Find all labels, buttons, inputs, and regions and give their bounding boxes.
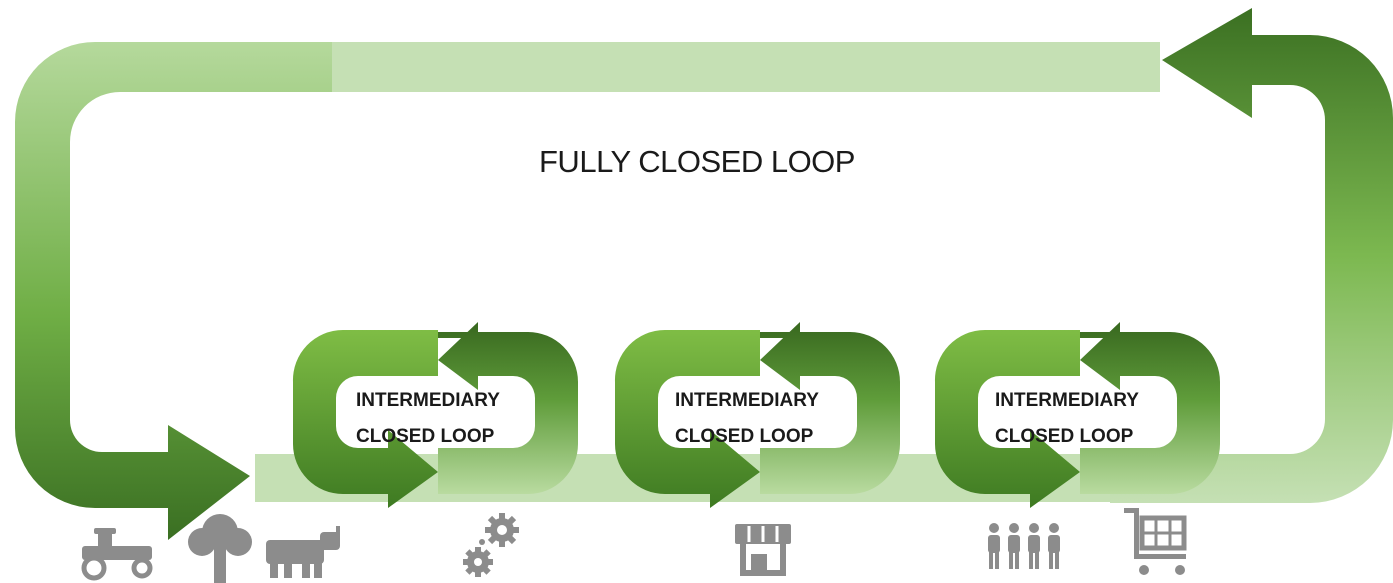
loop-label-line2: CLOSED LOOP — [356, 426, 495, 447]
people-icon — [988, 523, 1060, 569]
loop-label-line1: INTERMEDIARY — [675, 390, 819, 411]
store-icon — [735, 524, 791, 576]
intermediary-loop-3: INTERMEDIARY CLOSED LOOP — [934, 322, 1220, 508]
top-return-bar — [330, 42, 1160, 92]
intermediary-loop-1: INTERMEDIARY CLOSED LOOP — [292, 322, 578, 508]
loop-label-line2: CLOSED LOOP — [995, 426, 1134, 447]
tractor-icon — [81, 528, 153, 581]
loop-label-line2: CLOSED LOOP — [675, 426, 814, 447]
fully-closed-loop-label: FULLY CLOSED LOOP — [539, 144, 855, 179]
left-loop-arrow — [15, 42, 332, 540]
shopping-cart-icon — [1124, 508, 1187, 575]
gears-icon — [463, 513, 519, 577]
loop-label-line1: INTERMEDIARY — [995, 390, 1139, 411]
cow-icon — [266, 526, 340, 578]
intermediary-loop-2: INTERMEDIARY CLOSED LOOP — [614, 322, 900, 508]
loop-label-line1: INTERMEDIARY — [356, 390, 500, 411]
right-loop-arrow — [1110, 8, 1393, 503]
tree-icon — [188, 514, 252, 583]
